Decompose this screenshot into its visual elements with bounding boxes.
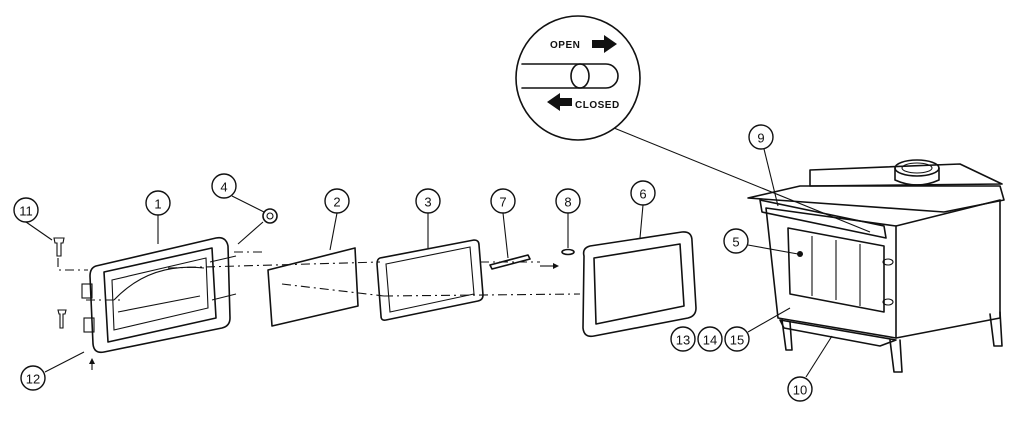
callout-number: 6 xyxy=(639,187,646,202)
callout-number: 8 xyxy=(564,195,571,210)
damper-rod-end xyxy=(570,63,590,89)
closed-arrow-icon xyxy=(547,93,572,111)
callout-circle xyxy=(724,326,750,352)
callout-number: 9 xyxy=(757,131,764,146)
callout-4: 4 xyxy=(211,173,237,199)
callout-number: 11 xyxy=(19,204,33,219)
stove-body xyxy=(747,159,1005,373)
callout-11: 11 xyxy=(13,197,39,223)
part-7-bar xyxy=(489,254,531,270)
inset-circle xyxy=(515,15,641,141)
part-1-door-frame xyxy=(81,236,237,354)
callout-2: 2 xyxy=(324,188,350,214)
callout-number: 2 xyxy=(333,195,340,210)
callout-number: 10 xyxy=(793,383,807,398)
callout-circle xyxy=(211,173,237,199)
callout-circle xyxy=(490,188,516,214)
callout-number: 3 xyxy=(424,195,431,210)
callout-12: 12 xyxy=(20,365,46,391)
alignment-lines xyxy=(86,251,581,301)
callout-9: 9 xyxy=(748,124,774,150)
part-6-outer-frame xyxy=(582,231,697,338)
callout-8: 8 xyxy=(555,188,581,214)
leader-lines xyxy=(25,148,833,378)
part-3-gasket-frame xyxy=(376,239,484,321)
callout-5: 5 xyxy=(723,228,749,254)
callout-14: 14 xyxy=(697,326,723,352)
callout-circle xyxy=(324,188,350,214)
callout-circle xyxy=(748,124,774,150)
callout-10: 10 xyxy=(787,376,813,402)
part-8-clip xyxy=(561,248,575,256)
callout-1: 1 xyxy=(145,190,171,216)
callout-number: 15 xyxy=(730,333,744,348)
damper-rod xyxy=(521,63,619,89)
callout-number: 14 xyxy=(703,333,717,348)
callout-circle xyxy=(13,197,39,223)
part-12-pin xyxy=(57,309,95,370)
callout-13: 13 xyxy=(670,326,696,352)
open-label: OPEN xyxy=(550,40,580,51)
callout-number: 7 xyxy=(499,195,506,210)
open-arrow-icon xyxy=(592,35,617,53)
callout-circle xyxy=(630,180,656,206)
callout-circle xyxy=(670,326,696,352)
callout-number: 1 xyxy=(154,197,161,212)
callout-6: 6 xyxy=(630,180,656,206)
part-11-screw xyxy=(53,237,88,271)
callout-circle xyxy=(20,365,46,391)
closed-label: CLOSED xyxy=(575,100,620,111)
callout-circle xyxy=(145,190,171,216)
callout-circle xyxy=(697,326,723,352)
callout-7: 7 xyxy=(490,188,516,214)
callout-circle xyxy=(555,188,581,214)
callout-circle xyxy=(787,376,813,402)
callout-circle xyxy=(415,188,441,214)
callout-circle xyxy=(723,228,749,254)
part-2-glass xyxy=(267,247,359,327)
callout-15: 15 xyxy=(724,326,750,352)
callout-number: 13 xyxy=(676,333,690,348)
callout-number: 12 xyxy=(26,372,40,387)
callout-number: 5 xyxy=(732,235,739,250)
callout-number: 4 xyxy=(220,180,227,195)
part-4-handle xyxy=(237,208,278,245)
callout-3: 3 xyxy=(415,188,441,214)
